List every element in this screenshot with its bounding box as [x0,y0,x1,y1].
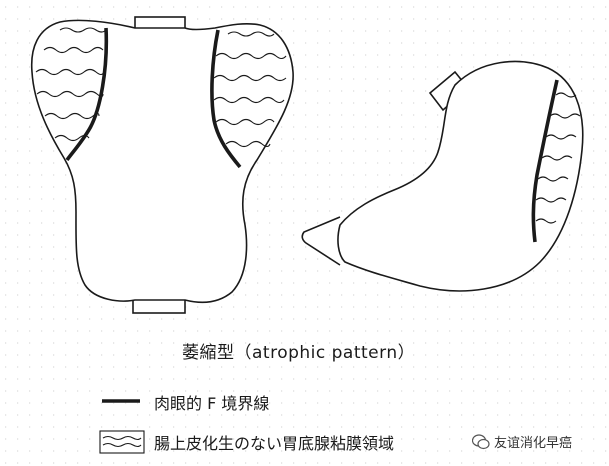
pylorus-cone [301,216,341,266]
diagram-caption: 萎縮型（atrophic pattern） [182,343,416,363]
watermark: 友谊消化早癌 [472,432,572,451]
f-line-left [65,27,109,162]
side-stomach-outline [337,60,584,292]
legend-label-f-line: 肉眼的 F 境界線 [154,394,270,413]
watermark-text: 友谊消化早癌 [494,436,573,451]
opened-stomach-view [30,16,294,314]
legend-item-fundic-gland: 腸上皮化生のない胃底腺粘膜領域 [96,430,394,454]
f-line-side [531,79,559,243]
opened-stomach-outline [30,19,294,304]
hatch-left [35,27,107,142]
f-line-right [210,29,242,169]
legend-item-f-line: 肉眼的 F 境界線 [96,390,269,414]
hatch-side [535,92,581,224]
wechat-icon [472,433,490,449]
legend-label-fundic-gland: 腸上皮化生のない胃底腺粘膜領域 [154,434,395,453]
hatch-right [213,31,287,148]
legend-wavy-swatch [99,430,145,454]
side-stomach-view [301,60,584,292]
